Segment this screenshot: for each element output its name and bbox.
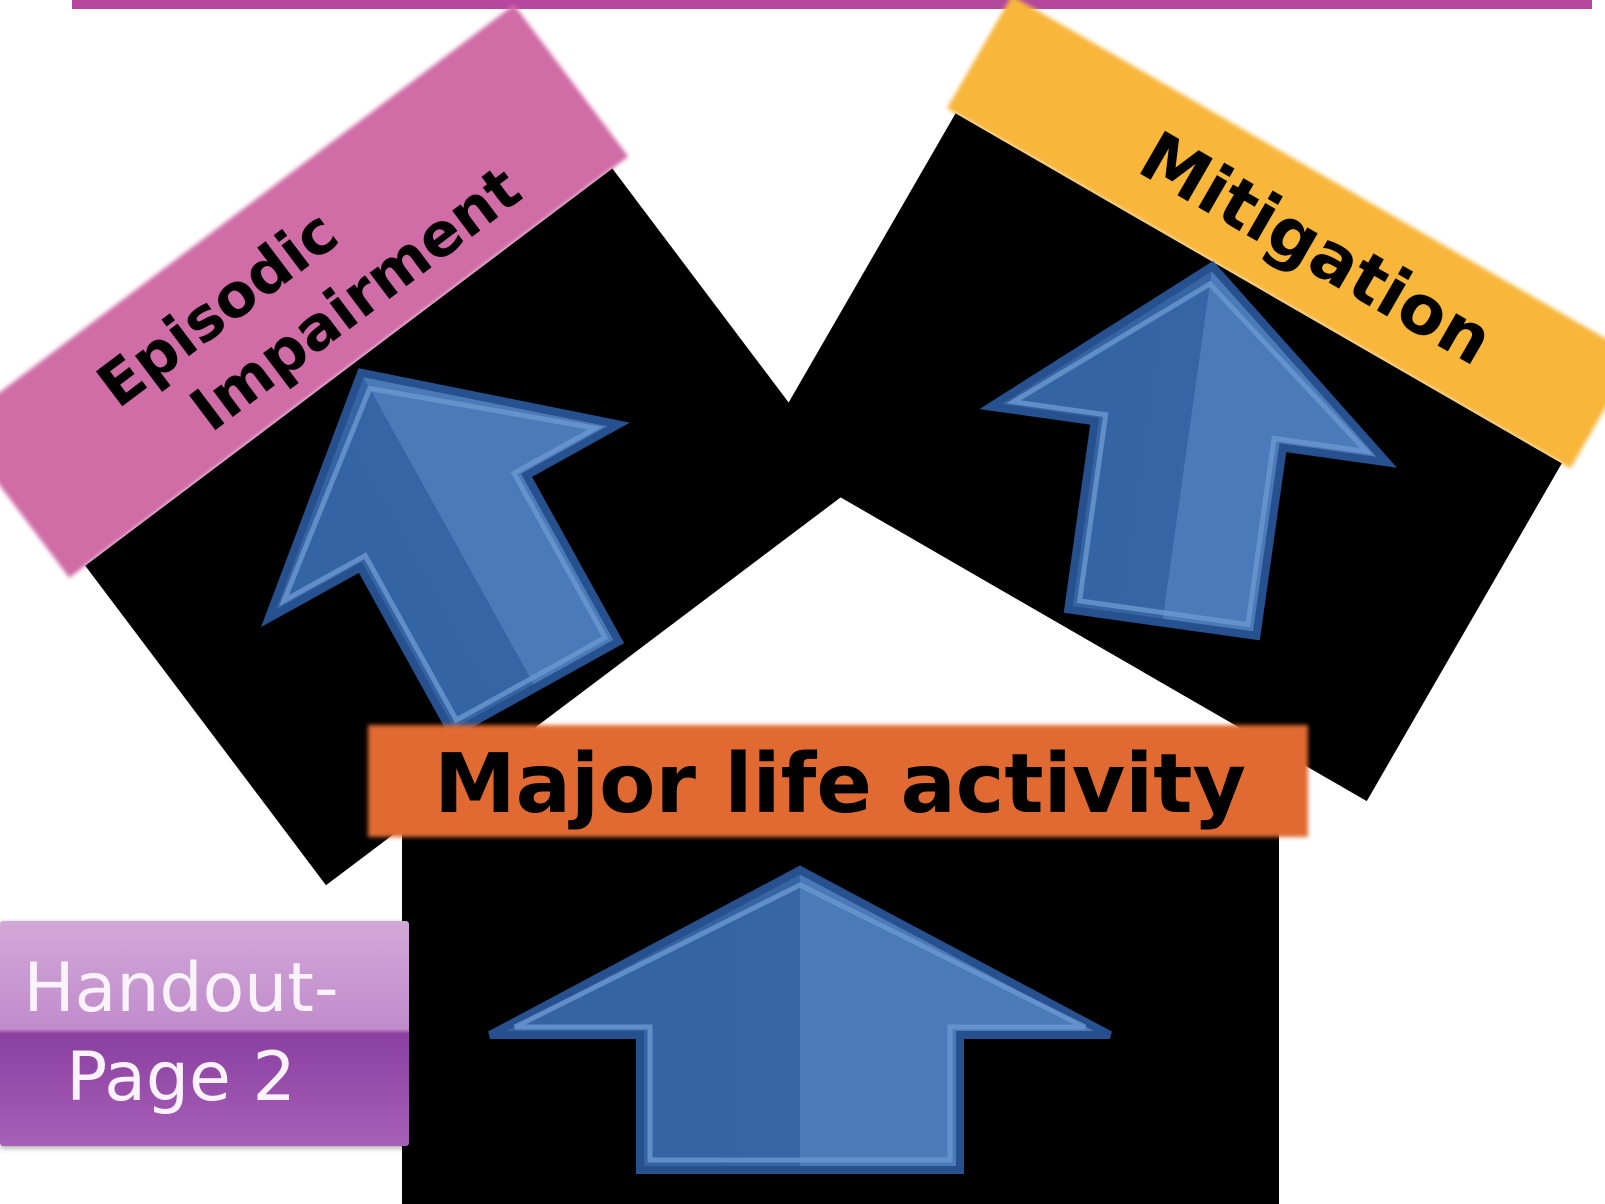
major-life-activity-banner	[368, 725, 1308, 837]
top-accent-bar	[72, 0, 1592, 9]
handout-line2: Page 2	[66, 1037, 296, 1117]
up-arrow-icon	[260, 368, 630, 740]
episodic-impairment-banner	[0, 4, 629, 578]
major-life-activity-card: Major life activity	[368, 725, 1308, 1204]
up-arrow-icon	[488, 865, 1112, 1174]
mitigation-banner	[946, 0, 1605, 469]
major-life-activity-label: Major life activity	[434, 737, 1246, 832]
handout-line1: Handout-	[23, 949, 339, 1029]
handout-page-2-button[interactable]: Handout- Page 2	[0, 921, 409, 1146]
up-arrow-icon	[979, 260, 1398, 641]
mitigation-card: Mitigation	[760, 0, 1605, 802]
